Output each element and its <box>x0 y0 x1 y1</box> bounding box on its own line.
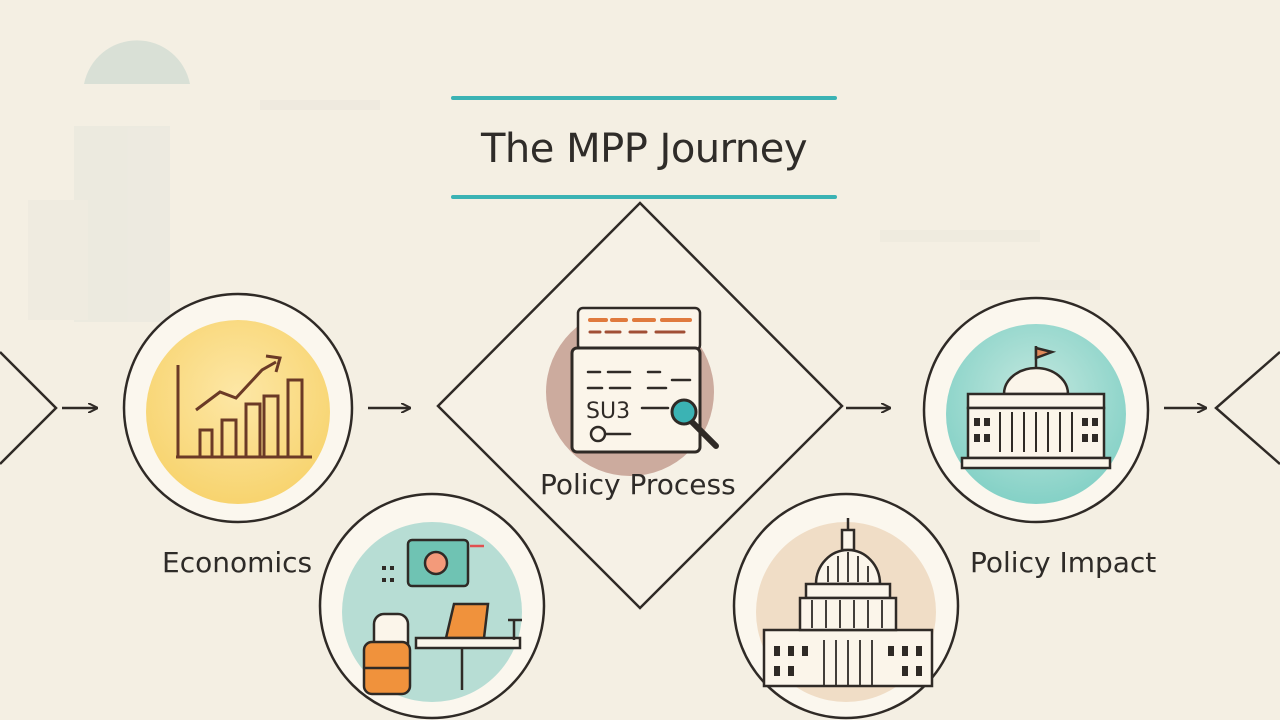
page-title: The MPP Journey <box>480 126 808 172</box>
workspace-node <box>318 492 546 720</box>
workspace-laptop-icon <box>362 538 522 696</box>
policy-process-label: Policy Process <box>540 468 736 501</box>
capitol-dome-icon <box>762 518 934 688</box>
policy-impact-node <box>922 296 1150 524</box>
background-decor <box>28 40 1100 322</box>
policy-form-magnifier-icon: SU3 <box>546 306 719 476</box>
bar-chart-trend-icon <box>176 354 312 459</box>
capitol-node <box>732 492 960 720</box>
government-building-icon <box>960 346 1112 470</box>
economics-node <box>122 292 354 524</box>
economics-label: Economics <box>162 546 313 579</box>
form-code-text: SU3 <box>586 399 630 424</box>
left-partial-diamond <box>0 351 58 465</box>
title-rule-bottom <box>451 195 837 199</box>
title-rule-top <box>451 96 837 100</box>
right-partial-diamond <box>1214 351 1280 465</box>
policy-impact-label: Policy Impact <box>970 546 1157 579</box>
